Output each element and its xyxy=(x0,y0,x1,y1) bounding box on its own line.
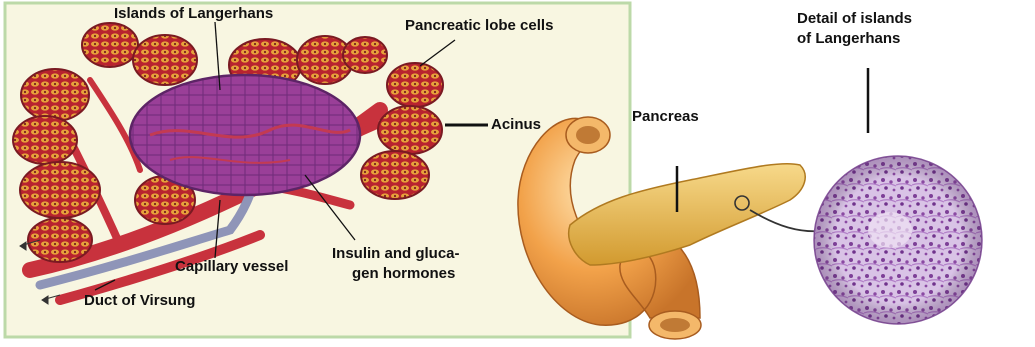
label-islands-of-langerhans: Islands of Langerhans xyxy=(114,5,273,23)
pancreas-organ xyxy=(518,117,805,339)
label-detail-line2: of Langerhans xyxy=(797,30,900,48)
label-pancreatic-lobe-cells: Pancreatic lobe cells xyxy=(405,17,553,35)
label-duct-of-virsung: Duct of Virsung xyxy=(84,292,195,310)
label-acinus: Acinus xyxy=(491,116,541,134)
label-insulin-line2: gen hormones xyxy=(352,265,455,283)
islet-histology-detail xyxy=(814,68,982,324)
label-capillary-vessel: Capillary vessel xyxy=(175,258,288,276)
island-of-langerhans xyxy=(130,75,360,195)
label-pancreas: Pancreas xyxy=(632,108,699,126)
label-insulin-line1: Insulin and gluca- xyxy=(332,245,460,263)
label-detail-line1: Detail of islands xyxy=(797,10,912,28)
